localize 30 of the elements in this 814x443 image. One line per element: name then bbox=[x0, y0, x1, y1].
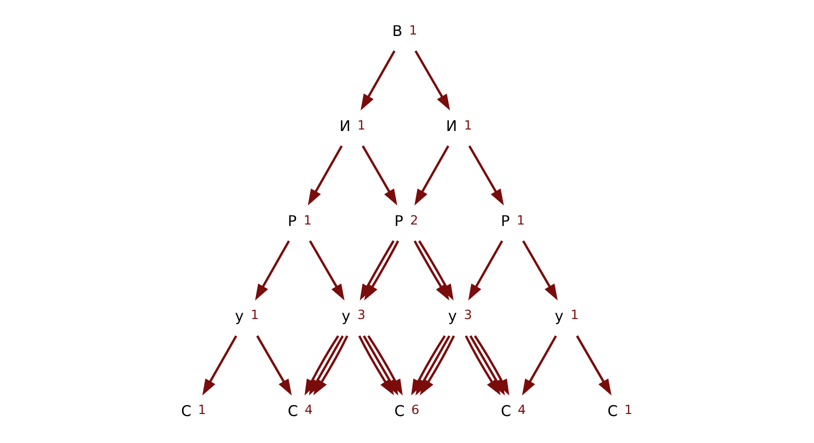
node-label: 1 bbox=[516, 212, 525, 228]
node-text: у bbox=[554, 308, 564, 325]
node-text: С bbox=[608, 402, 618, 420]
node-text: С bbox=[500, 402, 512, 420]
node-label: 4 bbox=[304, 402, 313, 418]
node-label: 2 bbox=[410, 212, 418, 228]
node-label: 4 bbox=[518, 402, 526, 418]
node-text: И bbox=[446, 118, 458, 135]
node-text: Р bbox=[500, 212, 510, 230]
node-text: В bbox=[392, 22, 402, 40]
node-label: 3 bbox=[357, 307, 366, 322]
node-label: 1 bbox=[198, 402, 206, 418]
node-label: 1 bbox=[409, 22, 418, 38]
node-label: 1 bbox=[304, 212, 312, 228]
node-text: Р bbox=[394, 212, 404, 230]
node-text: С bbox=[288, 402, 298, 420]
node-label: 3 bbox=[464, 307, 472, 322]
node-text: у bbox=[342, 308, 350, 325]
node-text: С bbox=[181, 402, 192, 420]
node-label: 6 bbox=[411, 402, 420, 418]
node-text: у bbox=[448, 308, 457, 325]
node-text: С bbox=[394, 402, 405, 420]
node-label: 1 bbox=[250, 307, 259, 322]
node-text: И bbox=[339, 118, 351, 135]
node-label: 1 bbox=[464, 117, 472, 132]
node-label: 1 bbox=[570, 307, 579, 322]
node-text: Р bbox=[288, 212, 297, 230]
node-label: 1 bbox=[357, 117, 366, 132]
node-label: 1 bbox=[624, 402, 632, 418]
node-text: у bbox=[234, 308, 244, 325]
